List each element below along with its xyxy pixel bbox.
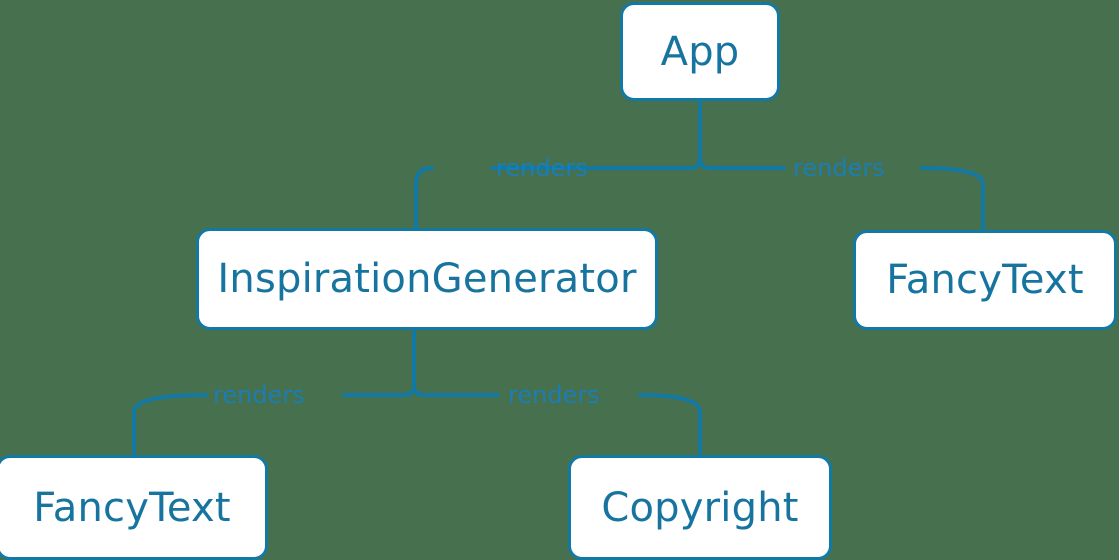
edge-app-to-fancytext-right xyxy=(698,156,786,170)
edge-label-app-to-fancytext-right: renders xyxy=(793,154,885,182)
node-copyright[interactable]: Copyright xyxy=(568,455,832,560)
edge-app-to-fancytext-right-tail xyxy=(920,166,985,232)
edge-app-to-inspirationgenerator-tail xyxy=(414,166,434,230)
node-copyright-label: Copyright xyxy=(601,484,799,531)
node-fancy-text-right[interactable]: FancyText xyxy=(853,230,1117,330)
edge-inspirationgenerator-to-copyright-tail xyxy=(638,393,702,457)
edge-label-inspirationgenerator-to-fancytext: renders xyxy=(213,381,305,409)
edge-inspirationgenerator-to-fancytext-tail xyxy=(132,393,208,457)
edge-inspirationgenerator-to-copyright xyxy=(412,383,500,397)
edge-label-inspirationgenerator-to-copyright: renders xyxy=(508,381,600,409)
edge-label-app-to-inspirationgenerator: renders xyxy=(496,154,588,182)
node-inspiration-generator[interactable]: InspirationGenerator xyxy=(196,228,658,330)
node-app[interactable]: App xyxy=(620,2,780,101)
node-inspiration-generator-label: InspirationGenerator xyxy=(217,256,637,302)
node-app-label: App xyxy=(660,28,740,75)
node-fancy-text-right-label: FancyText xyxy=(886,257,1084,303)
edge-inspirationgenerator-to-fancytext xyxy=(342,383,416,397)
node-fancy-text-bottom[interactable]: FancyText xyxy=(0,455,268,560)
node-fancy-text-bottom-label: FancyText xyxy=(33,484,231,531)
